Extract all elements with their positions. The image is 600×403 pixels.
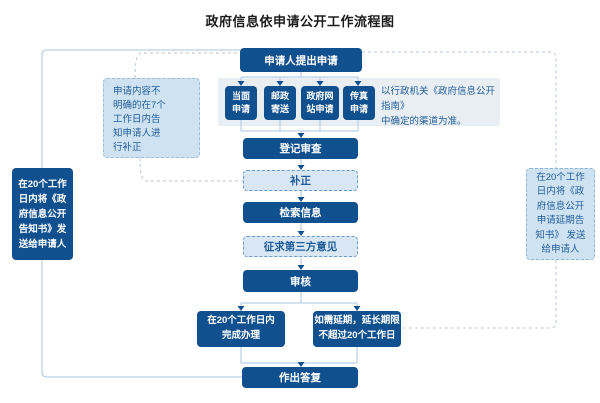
- node-method-website: 政府网 站申请: [301, 86, 339, 120]
- node-branch-complete: 在20个工作日内 完成办理: [197, 311, 285, 347]
- node-start: 申请人提出申请: [240, 48, 362, 72]
- node-method-postal: 邮政 寄送: [264, 86, 296, 120]
- node-search: 检索信息: [243, 202, 358, 223]
- node-method-in-person: 当面 申请: [225, 86, 257, 120]
- node-correction: 补正: [243, 170, 358, 191]
- arrowhead-icons: [237, 81, 362, 367]
- node-left-result: 在20个工作 日内将《政 府信息公开 告知书》发 送给申请人: [12, 168, 73, 260]
- node-branch-extend: 如需延期，延长期限 不超过20个工作日: [313, 311, 401, 347]
- node-register: 登记审查: [243, 138, 358, 159]
- dashed-connectors: [134, 51, 557, 329]
- node-right-result: 在20个工作 日内将《政 府信息公开 申请延期告 知书》 发送 给申请人: [526, 168, 595, 260]
- solid-connectors: [41, 49, 359, 378]
- node-reply: 作出答复: [242, 367, 358, 388]
- page-title: 政府信息依申请公开工作流程图: [205, 14, 395, 29]
- node-method-fax: 传真 申请: [343, 86, 375, 120]
- node-review: 审核: [243, 270, 358, 292]
- correction-note-box: 申请内容不 明确的在7个 工作日内告 知申请人进 行补正: [103, 78, 200, 158]
- channel-note-text: 以行政机关《政府信息公开指南》 中确定的渠道为准。: [381, 86, 496, 127]
- node-third-party: 征求第三方意见: [243, 236, 358, 257]
